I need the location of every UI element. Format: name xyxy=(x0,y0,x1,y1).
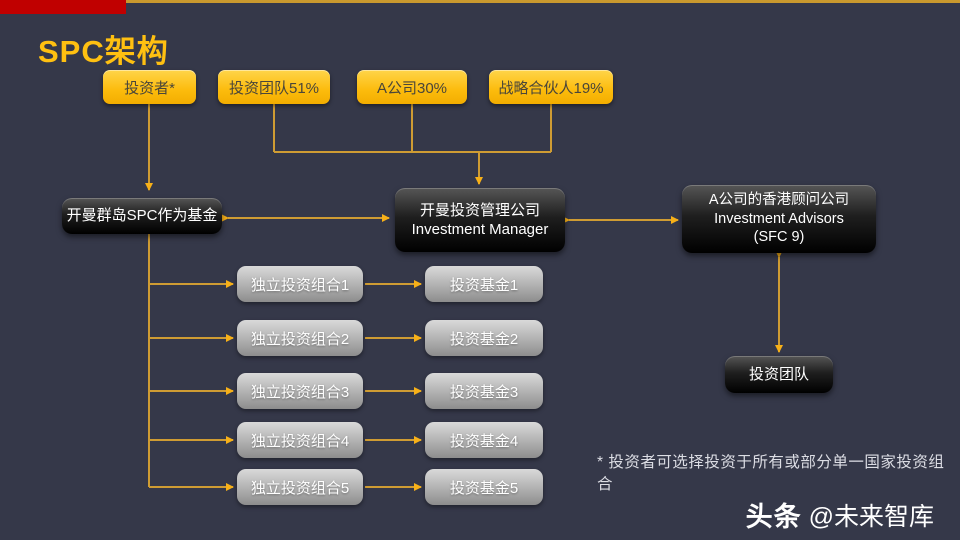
watermark-brand: 头条 xyxy=(745,502,802,532)
manager-line-cn: 开曼投资管理公司 xyxy=(419,201,540,219)
node-spc-fund: 开曼群岛SPC作为基金 xyxy=(62,198,222,234)
node-portfolio-2: 独立投资组合2 xyxy=(237,320,363,356)
node-investment-team: 投资团队 xyxy=(725,356,833,393)
node-portfolio-3: 独立投资组合3 xyxy=(237,373,363,409)
node-portfolio-5: 独立投资组合5 xyxy=(237,469,363,505)
advisor-line-en: Investment Advisors xyxy=(714,210,844,227)
node-portfolio-4: 独立投资组合4 xyxy=(237,422,363,458)
advisor-line-sfc: (SFC 9) xyxy=(753,229,805,246)
node-portfolio-1: 独立投资组合1 xyxy=(237,266,363,302)
node-investor: 投资者* xyxy=(103,70,196,104)
node-strategic-partner-19: 战略合伙人19% xyxy=(489,70,613,104)
watermark: 头条 @未来智库 xyxy=(746,495,934,534)
node-fund-5: 投资基金5 xyxy=(425,469,543,505)
node-fund-3: 投资基金3 xyxy=(425,373,543,409)
node-fund-4: 投资基金4 xyxy=(425,422,543,458)
manager-line-en: Investment Manager xyxy=(411,221,549,238)
top-gold-line xyxy=(0,0,960,3)
node-company-a-30: A公司30% xyxy=(357,70,467,104)
page-title: SPC架构 xyxy=(38,34,169,69)
node-investment-advisors: A公司的香港顾问公司 Investment Advisors (SFC 9) xyxy=(682,185,876,253)
watermark-handle: @未来智库 xyxy=(808,502,934,531)
node-investment-team-51: 投资团队51% xyxy=(218,70,330,104)
red-accent-bar xyxy=(0,0,126,14)
node-fund-1: 投资基金1 xyxy=(425,266,543,302)
footnote: * 投资者可选择投资于所有或部分单一国家投资组合 xyxy=(597,454,945,493)
advisor-line-cn: A公司的香港顾问公司 xyxy=(708,191,850,208)
node-investment-manager: 开曼投资管理公司 Investment Manager xyxy=(395,188,565,252)
node-fund-2: 投资基金2 xyxy=(425,320,543,356)
